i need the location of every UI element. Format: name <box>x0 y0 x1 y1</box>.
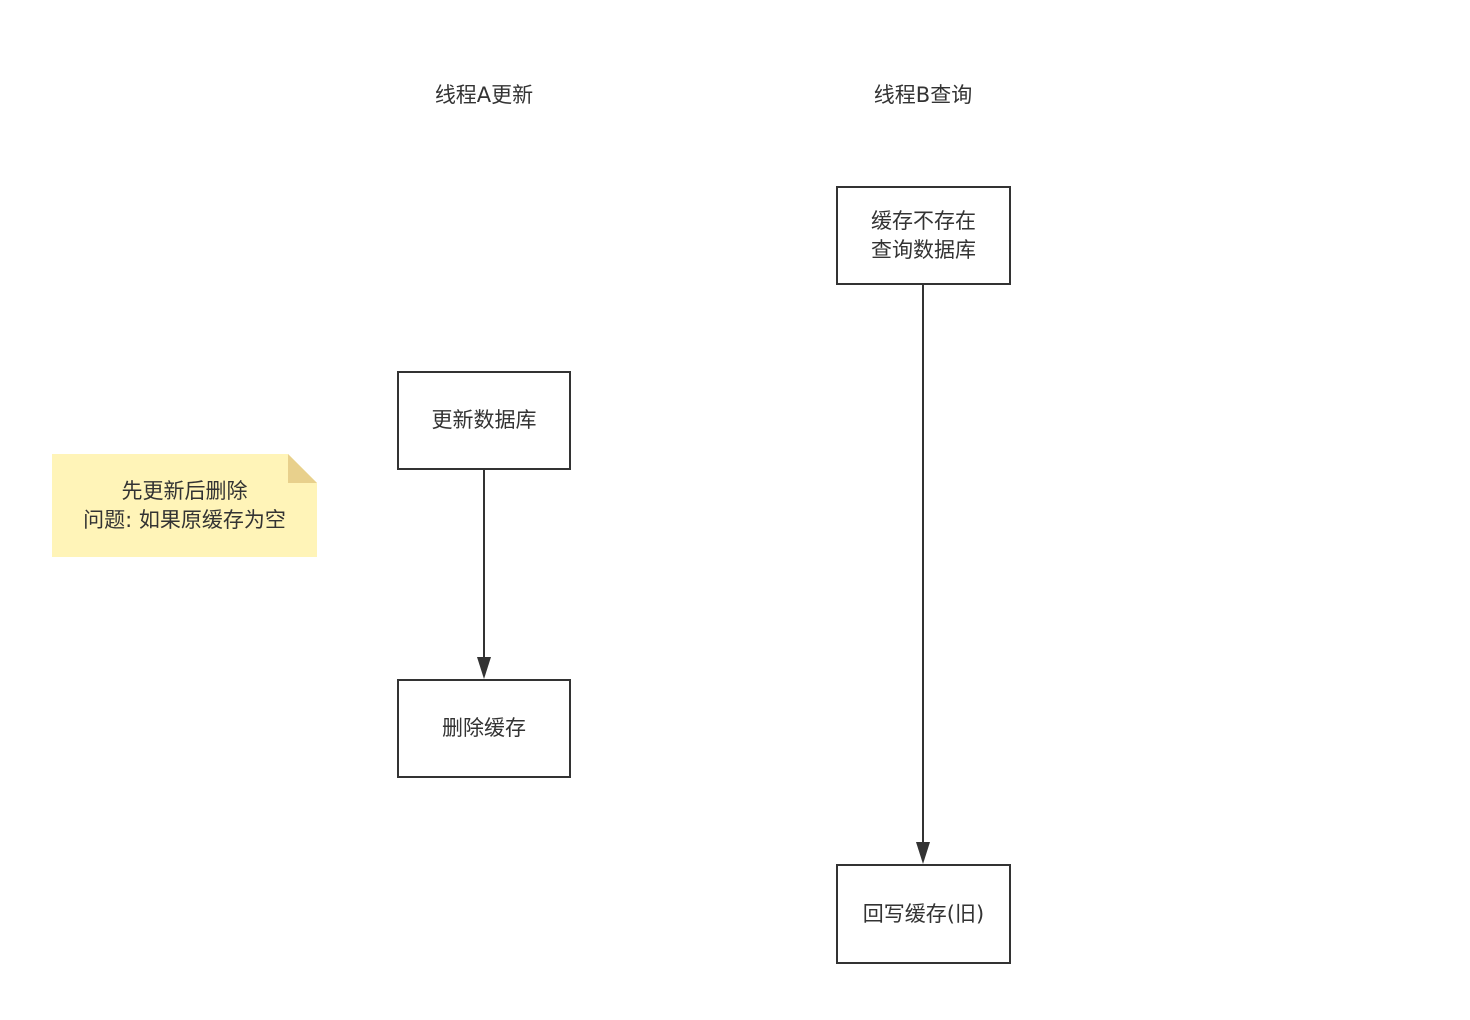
note-text: 先更新后删除 问题: 如果原缓存为空 <box>52 477 317 535</box>
node-cache-miss[interactable]: 缓存不存在 查询数据库 <box>836 186 1011 285</box>
node-line: 缓存不存在 <box>871 208 976 233</box>
lane-title-a: 线程A更新 <box>434 83 534 107</box>
node-delete-cache[interactable]: 删除缓存 <box>397 679 571 778</box>
note-line1: 先更新后删除 <box>121 479 248 503</box>
node-write-back[interactable]: 回写缓存(旧) <box>836 864 1011 964</box>
arrowhead <box>916 842 930 864</box>
note-line2: 问题: 如果原缓存为空 <box>83 508 286 532</box>
node-line: 查询数据库 <box>871 237 976 262</box>
note-shape <box>52 454 317 557</box>
arrowhead <box>477 657 491 679</box>
node-update-db[interactable]: 更新数据库 <box>397 371 571 470</box>
lane-title-b: 线程B查询 <box>873 83 973 107</box>
note-fold <box>288 454 317 483</box>
